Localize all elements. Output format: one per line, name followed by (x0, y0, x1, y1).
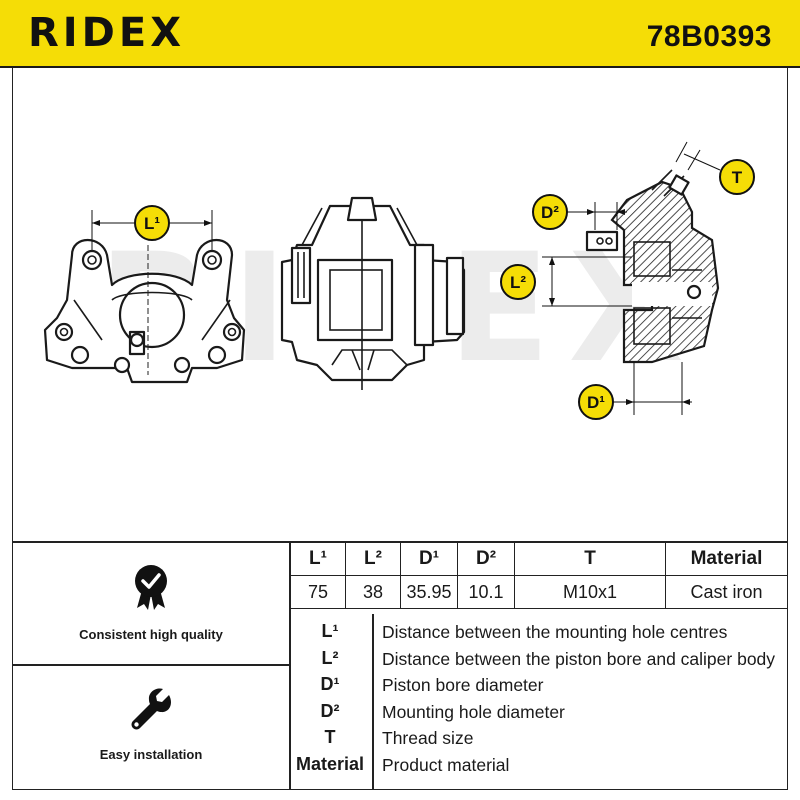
legend-row: T Thread size (290, 724, 788, 750)
legend-key: L¹ (321, 621, 339, 641)
feature-installation-label: Easy installation (99, 747, 203, 762)
spec-value-l2: 38 (345, 575, 401, 609)
spec-value-d2: 10.1 (457, 575, 515, 609)
legend-desc: Product material (382, 754, 510, 775)
spec-table: L¹ L² D¹ D² T Material 75 38 35.95 10.1 … (290, 542, 788, 609)
spec-value-row: 75 38 35.95 10.1 M10x1 Cast iron (290, 575, 788, 609)
d1-marker: D¹ (587, 393, 605, 412)
header-bar: RIDEX 78B0393 (0, 0, 800, 68)
d2-marker: D² (541, 203, 559, 222)
legend-key: L² (321, 647, 339, 668)
brand-logo: RIDEX (28, 10, 186, 56)
legend-desc: Mounting hole diameter (382, 701, 565, 722)
spec-value-d1: 35.95 (400, 575, 458, 609)
wrench-icon (131, 688, 172, 730)
features-panel: Consistent high quality Easy installatio… (12, 542, 290, 790)
spec-header-l1: L¹ (290, 542, 346, 576)
caliper-drawing: RIDEX L¹ (43, 141, 755, 420)
legend-key: D¹ (320, 674, 340, 694)
spec-header-material: Material (665, 542, 788, 576)
legend-row: Material Product material (290, 751, 788, 777)
spec-header-row: L¹ L² D¹ D² T Material (290, 542, 788, 576)
l1-marker: L¹ (144, 214, 160, 233)
content-frame (12, 68, 788, 790)
legend-row: D² Mounting hole diameter (290, 698, 788, 724)
legend-row: L² Distance between the piston bore and … (290, 645, 788, 671)
spec-header-l2: L² (345, 542, 401, 576)
spec-header-t: T (514, 542, 666, 576)
caliper-side-view (280, 196, 466, 390)
legend-desc: Thread size (382, 728, 474, 748)
legend-key: D² (320, 700, 340, 721)
t-marker: T (732, 168, 743, 187)
spec-header-d2: D² (457, 542, 515, 576)
spec-header-d1: D¹ (400, 542, 458, 576)
legend-desc: Piston bore diameter (382, 675, 544, 695)
features-divider (12, 664, 290, 666)
spec-value-l1: 75 (290, 575, 346, 609)
legend-desc: Distance between the mounting hole centr… (382, 622, 728, 642)
spec-value-material: Cast iron (665, 575, 788, 609)
section-divider (12, 541, 788, 543)
caliper-section-view: T D² L² D¹ (500, 141, 755, 420)
feature-quality-label: Consistent high quality (79, 627, 223, 642)
spec-value-t: M10x1 (514, 575, 666, 609)
panel-separator (289, 542, 291, 790)
legend-separator (372, 614, 374, 790)
legend-row: D¹ Piston bore diameter (290, 671, 788, 697)
legend-key: Material (295, 753, 365, 774)
caliper-front-view: L¹ (43, 205, 246, 384)
l2-marker: L² (510, 273, 526, 292)
legend-desc: Distance between the piston bore and cal… (382, 648, 776, 669)
part-number: 78B0393 (646, 20, 772, 53)
legend-key: T (324, 727, 336, 747)
legend-row: L¹ Distance between the mounting hole ce… (290, 618, 788, 644)
quality-badge-icon (135, 565, 167, 610)
